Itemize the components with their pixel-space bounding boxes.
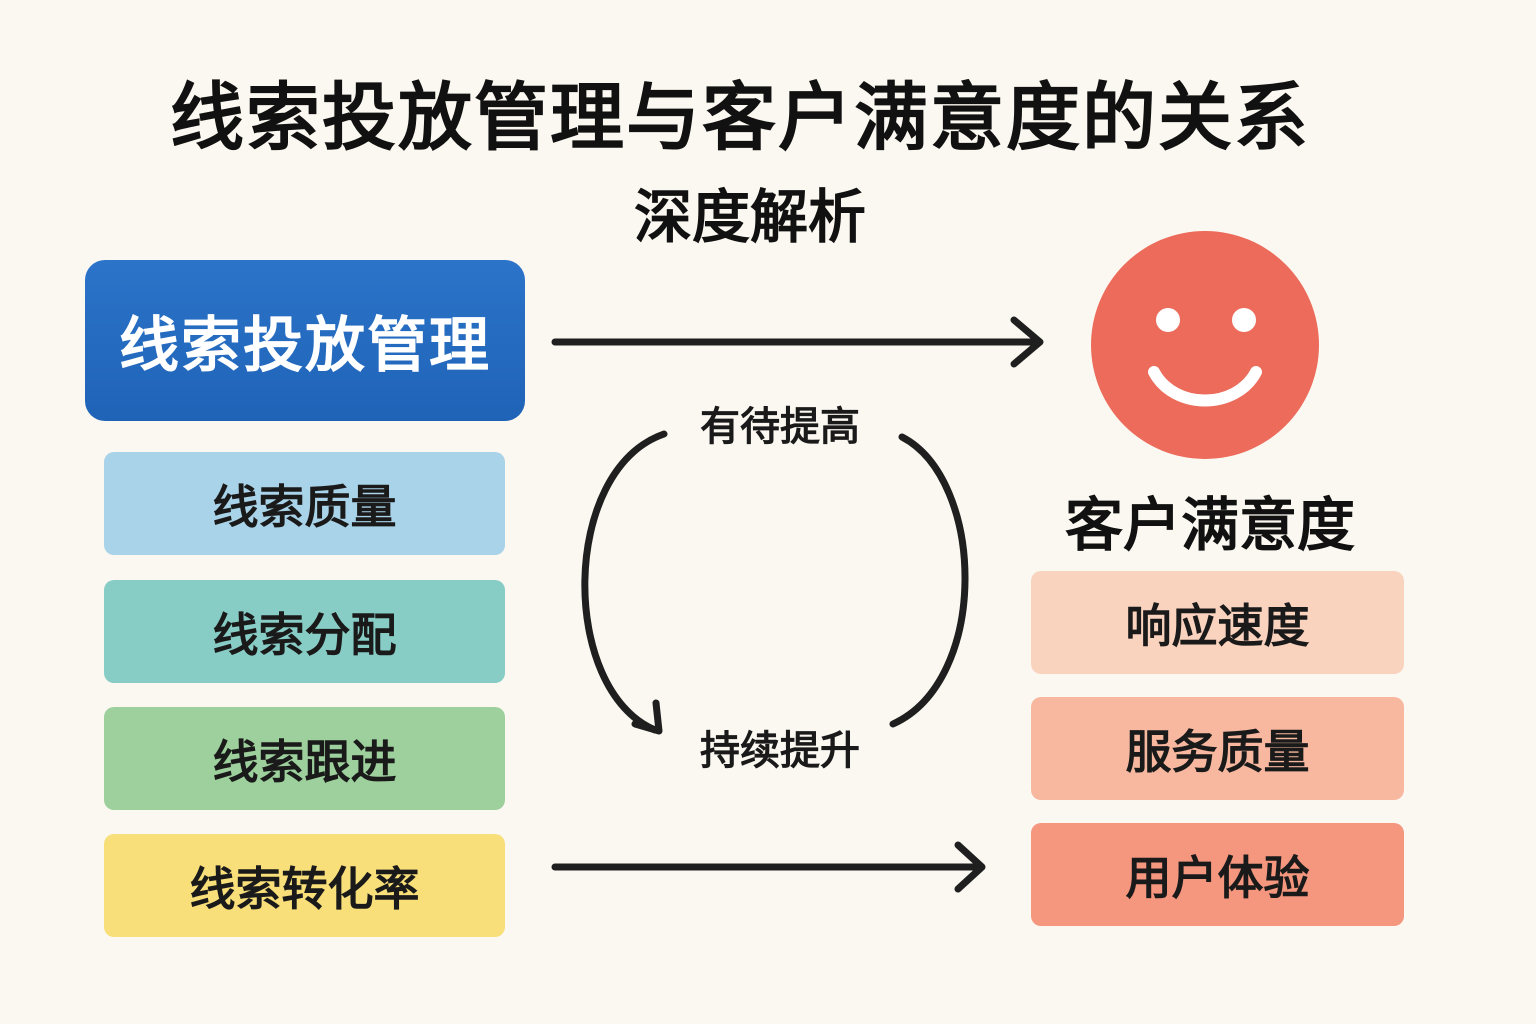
metric-user-experience: 用户体验 bbox=[1031, 823, 1404, 926]
smiley-mouth bbox=[1148, 366, 1262, 407]
lead-management-label: 线索投放管理 bbox=[119, 311, 491, 381]
smiley-face-icon bbox=[1091, 231, 1319, 459]
lead-management-box: 线索投放管理 bbox=[85, 260, 525, 421]
metric-response-speed: 响应速度 bbox=[1031, 571, 1404, 674]
cycle-right-arc bbox=[889, 433, 969, 728]
factor-lead-allocation: 线索分配 bbox=[104, 580, 505, 683]
factor-lead-conversion: 线索转化率 bbox=[104, 834, 505, 937]
bottom-arrow-head bbox=[954, 841, 986, 893]
smiley-left-eye bbox=[1156, 308, 1180, 332]
customer-satisfaction-label: 客户满意度 bbox=[1064, 491, 1355, 559]
smiley-right-eye bbox=[1232, 308, 1256, 332]
factor-lead-quality: 线索质量 bbox=[104, 452, 505, 555]
diagram-subtitle: 深度解析 bbox=[633, 183, 866, 251]
cycle-left-arc bbox=[581, 430, 668, 734]
top-arrow-head bbox=[1010, 316, 1044, 368]
cycle-top-label: 有待提高 bbox=[700, 404, 860, 450]
cycle-bottom-label: 持续提升 bbox=[700, 728, 860, 774]
smiley-face-circle bbox=[1091, 231, 1319, 459]
metric-service-quality: 服务质量 bbox=[1031, 697, 1404, 800]
cycle-left-arrowhead bbox=[631, 699, 663, 735]
factor-lead-followup: 线索跟进 bbox=[104, 707, 505, 810]
diagram-title: 线索投放管理与客户满意度的关系 bbox=[170, 75, 1310, 161]
